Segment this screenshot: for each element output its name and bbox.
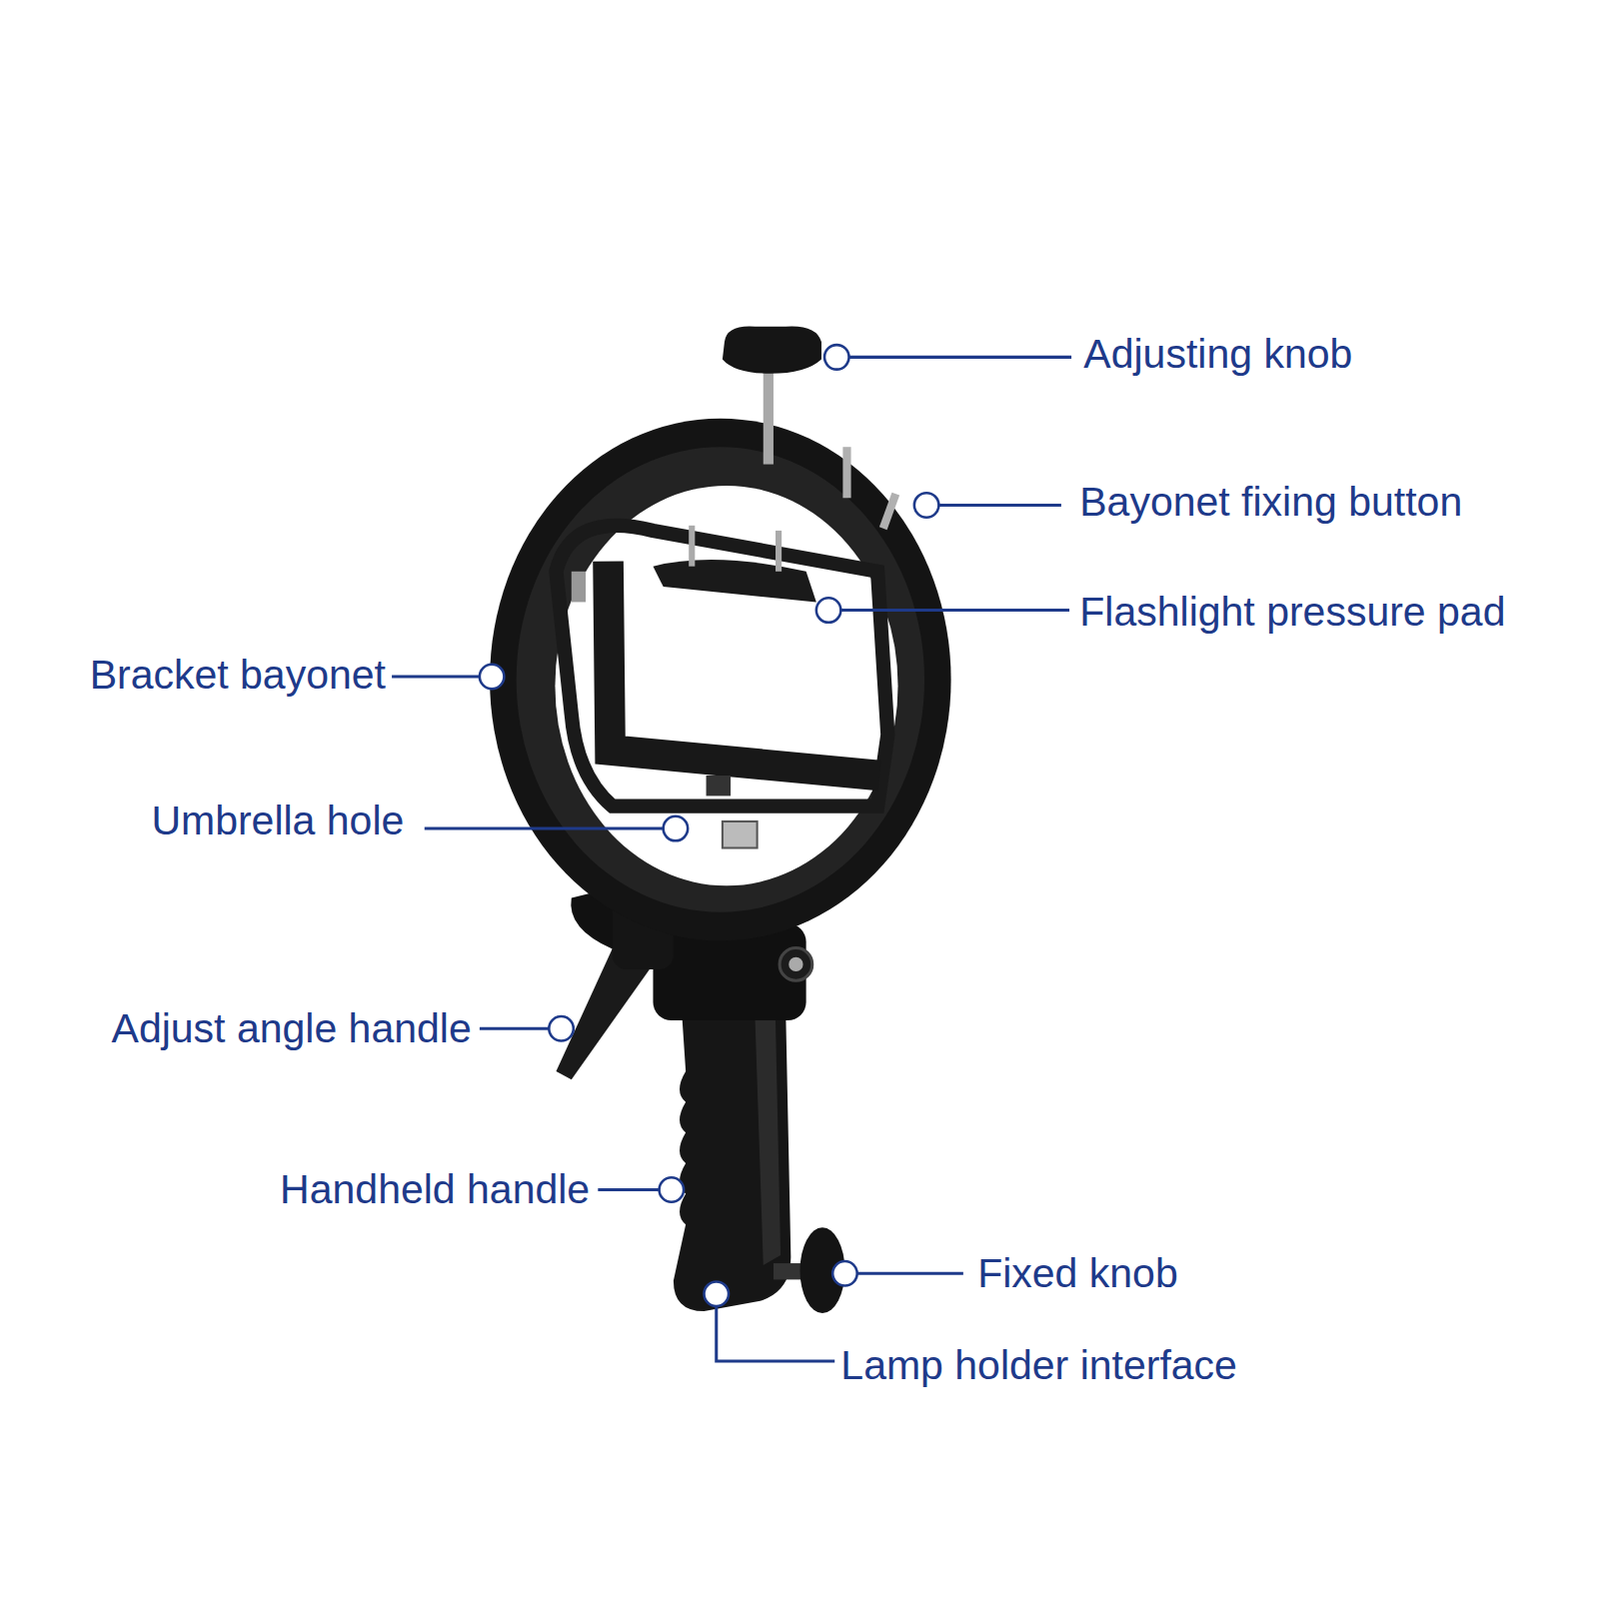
part-label: Fixed knob (977, 1251, 1179, 1297)
part-label: Lamp holder interface (840, 1343, 1238, 1389)
part-label: Bracket bayonet (89, 652, 386, 698)
part-label: Bayonet fixing button (1079, 479, 1463, 525)
part-label: Adjusting knob (1083, 331, 1353, 377)
part-label: Flashlight pressure pad (1079, 589, 1506, 635)
part-label: Umbrella hole (150, 798, 404, 844)
part-label: Adjust angle handle (111, 1006, 472, 1052)
part-label: Handheld handle (279, 1167, 590, 1213)
